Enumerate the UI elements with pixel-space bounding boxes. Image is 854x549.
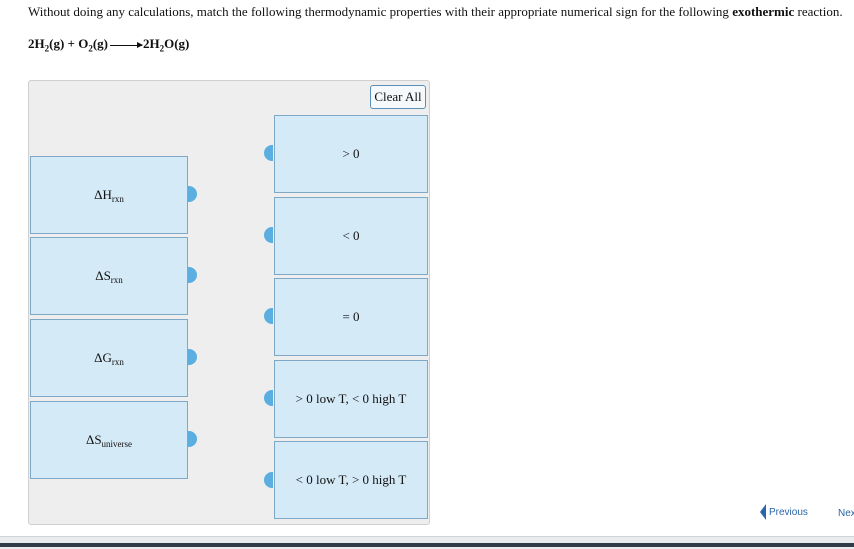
drop-handle-positive-low-t[interactable] xyxy=(264,390,273,406)
sign-label: > 0 low T, < 0 high T xyxy=(295,391,407,406)
drop-handle-equal-zero[interactable] xyxy=(264,308,273,324)
eq-h2: 2H xyxy=(28,36,45,51)
eq-h2o: 2H xyxy=(142,36,160,51)
bottom-bar xyxy=(0,536,854,549)
eq-o2-sub: 2 xyxy=(88,43,93,54)
next-button[interactable]: Next xyxy=(838,508,854,519)
drop-handle-greater-than-zero[interactable] xyxy=(264,145,273,161)
property-box-delta-g-rxn[interactable]: ΔGrxn xyxy=(30,319,188,397)
sign-box-less-than-zero[interactable]: < 0 xyxy=(274,197,428,275)
property-label: ΔSrxn xyxy=(95,267,123,285)
property-box-delta-s-rxn[interactable]: ΔSrxn xyxy=(30,237,188,315)
clear-all-button[interactable]: Clear All xyxy=(370,85,426,109)
eq-o2-state: (g) xyxy=(92,36,108,51)
drag-handle-delta-s-universe[interactable] xyxy=(188,431,197,447)
eq-o2: (g) + O xyxy=(49,36,89,51)
reaction-arrow-icon xyxy=(109,41,143,48)
next-label: Next xyxy=(838,508,854,519)
previous-button[interactable]: Previous xyxy=(760,504,808,520)
question-text-before: Without doing any calculations, match th… xyxy=(28,4,733,19)
chevron-left-icon xyxy=(760,504,766,520)
sign-label: < 0 xyxy=(342,228,360,243)
question-text: Without doing any calculations, match th… xyxy=(28,4,843,20)
sign-label: = 0 xyxy=(342,309,360,324)
eq-h2o-rest: O(g) xyxy=(164,36,190,51)
property-label: ΔSuniverse xyxy=(85,431,133,449)
property-box-delta-s-universe[interactable]: ΔSuniverse xyxy=(30,401,188,479)
property-label: ΔGrxn xyxy=(94,349,124,367)
question-text-after: reaction. xyxy=(794,4,843,19)
drag-handle-delta-g-rxn[interactable] xyxy=(188,349,197,365)
drop-handle-less-than-zero[interactable] xyxy=(264,227,273,243)
sign-label: < 0 low T, > 0 high T xyxy=(295,472,407,487)
reaction-equation: 2H2(g) + O2(g)2H2O(g) xyxy=(28,36,189,54)
eq-h2-sub: 2 xyxy=(44,43,50,54)
sign-box-greater-than-zero[interactable]: > 0 xyxy=(274,115,428,193)
sign-box-equal-zero[interactable]: = 0 xyxy=(274,278,428,356)
drag-handle-delta-h-rxn[interactable] xyxy=(188,186,197,202)
previous-label: Previous xyxy=(769,506,808,518)
eq-h2o-sub: 2 xyxy=(159,43,165,54)
sign-box-negative-low-t[interactable]: < 0 low T, > 0 high T xyxy=(274,441,428,519)
property-box-delta-h-rxn[interactable]: ΔHrxn xyxy=(30,156,188,234)
drag-handle-delta-s-rxn[interactable] xyxy=(188,267,197,283)
property-label: ΔHrxn xyxy=(94,186,124,204)
drop-handle-negative-low-t[interactable] xyxy=(264,472,273,488)
sign-label: > 0 xyxy=(342,146,360,161)
sign-box-positive-low-t[interactable]: > 0 low T, < 0 high T xyxy=(274,360,428,438)
question-emphasis: exothermic xyxy=(732,4,795,19)
